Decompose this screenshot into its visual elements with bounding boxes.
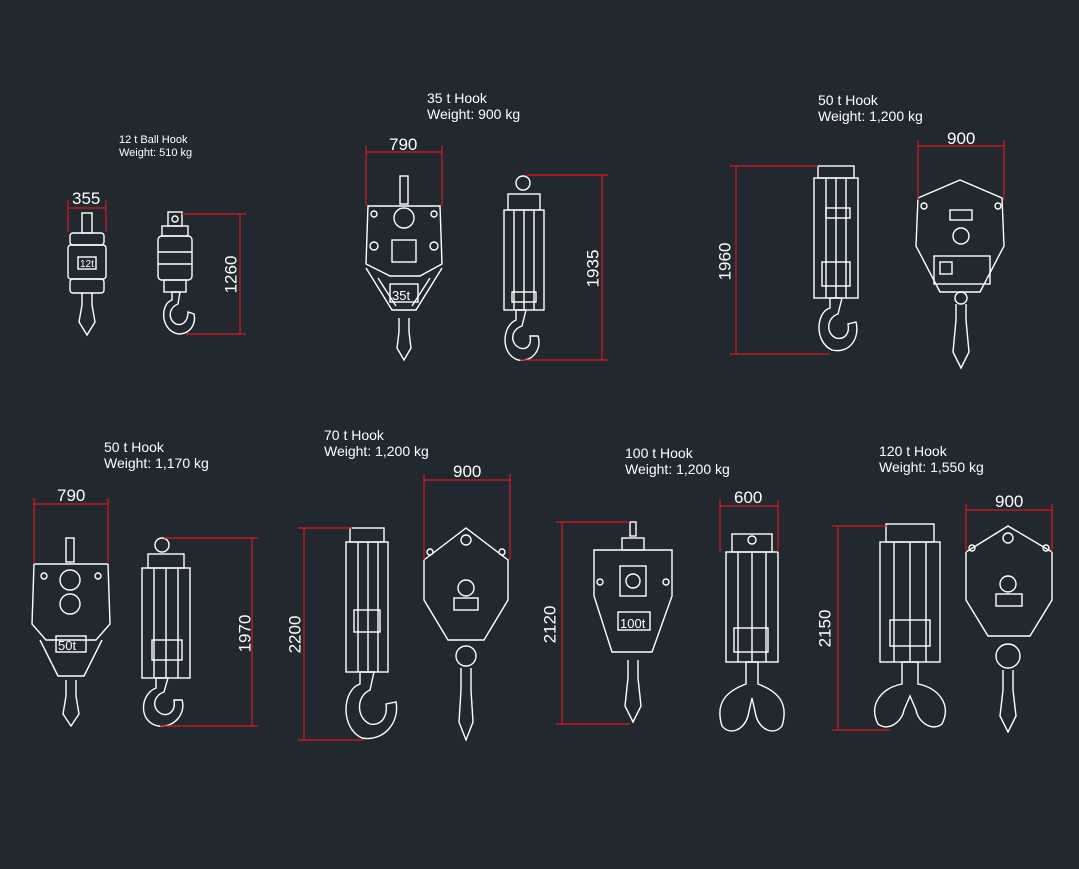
- hook-12t-dimensions: [67, 200, 246, 335]
- hook-12t-height-label: 1260: [221, 255, 241, 294]
- hook-70t-side-view: [345, 527, 398, 740]
- hook-120t-side-view: [873, 523, 947, 728]
- hook-100t-height-label: 2120: [540, 605, 560, 644]
- hook-50t-b-dimensions: [33, 498, 258, 727]
- hook-50t-a-front-view: [915, 179, 1005, 370]
- hook-70t-width-label: 900: [453, 462, 482, 481]
- hook-100t-width-label: 600: [734, 488, 763, 507]
- hook-100t-title: 100 t Hook: [625, 445, 693, 461]
- hook-120t-dimensions: [832, 504, 1053, 731]
- hook-120t-caption: 120 t Hook Weight: 1,550 kg: [879, 443, 984, 475]
- hook-70t-title: 70 t Hook: [324, 427, 384, 443]
- hook-50t-a-weight: Weight: 1,200 kg: [818, 108, 923, 125]
- hook-12t-side-view: [157, 211, 196, 335]
- hook-35t-front-view: [365, 175, 443, 362]
- hook-12t-front-view: [67, 212, 107, 337]
- hook-120t-width-label: 900: [995, 492, 1024, 511]
- hook-50t-b-caption: 50 t Hook Weight: 1,170 kg: [104, 439, 209, 471]
- hook-120t-front-view: [965, 525, 1053, 734]
- hook-50t-a-dimensions: [730, 140, 1005, 355]
- hook-12t-weight: Weight: 510 kg: [119, 146, 193, 159]
- hook-120t-height-label: 2150: [815, 609, 835, 648]
- plate-100t: 100t: [620, 616, 646, 631]
- hook-100t-dimensions: [556, 500, 779, 725]
- hook-70t-weight: Weight: 1,200 kg: [324, 443, 429, 460]
- hook-35t-height-label: 1935: [583, 249, 603, 288]
- hook-100t-weight: Weight: 1,200 kg: [625, 461, 730, 478]
- hook-50t-a-caption: 50 t Hook Weight: 1,200 kg: [818, 92, 923, 124]
- hook-12t-title: 12 t Ball Hook: [119, 134, 188, 146]
- hook-70t-dimensions: [298, 474, 511, 741]
- hook-50t-b-title: 50 t Hook: [104, 439, 164, 455]
- hook-35t-title: 35 t Hook: [427, 90, 487, 106]
- hook-70t-front-view: [423, 527, 509, 742]
- hook-50t-a-side-view: [813, 165, 859, 352]
- hook-120t-weight: Weight: 1,550 kg: [879, 459, 984, 476]
- plate-50t: 50t: [58, 638, 76, 653]
- hook-35t-width-label: 790: [389, 135, 418, 154]
- hook-120t-title: 120 t Hook: [879, 443, 947, 459]
- hook-50t-a-width-label: 900: [947, 129, 976, 148]
- hook-12t-width-label: 355: [72, 189, 101, 208]
- hook-50t-b-height-label: 1970: [235, 614, 255, 653]
- hook-100t-caption: 100 t Hook Weight: 1,200 kg: [625, 445, 730, 477]
- hook-50t-b-front-view: [31, 537, 111, 728]
- hook-50t-a-title: 50 t Hook: [818, 92, 878, 108]
- hook-50t-b-weight: Weight: 1,170 kg: [104, 455, 209, 472]
- hook-50t-b-side-view: [141, 537, 191, 727]
- hook-35t-side-view: [503, 175, 545, 361]
- hook-70t-caption: 70 t Hook Weight: 1,200 kg: [324, 427, 429, 459]
- hook-35t-weight: Weight: 900 kg: [427, 106, 521, 123]
- hook-35t-caption: 35 t Hook Weight: 900 kg: [427, 90, 520, 122]
- hook-35t-dimensions: [365, 146, 608, 361]
- hook-12t-caption: 12 t Ball Hook Weight: 510 kg: [119, 134, 192, 159]
- hook-50t-a-height-label: 1960: [715, 242, 735, 281]
- hook-100t-front-view: [593, 521, 673, 724]
- plate-35t: 35t: [392, 288, 410, 303]
- capacity-plates: 12t 35t 50t 100t: [58, 259, 646, 653]
- hook-100t-side-view: [719, 533, 785, 732]
- plate-12t: 12t: [80, 259, 94, 270]
- hook-50t-b-width-label: 790: [57, 486, 86, 505]
- hook-70t-height-label: 2200: [285, 615, 305, 654]
